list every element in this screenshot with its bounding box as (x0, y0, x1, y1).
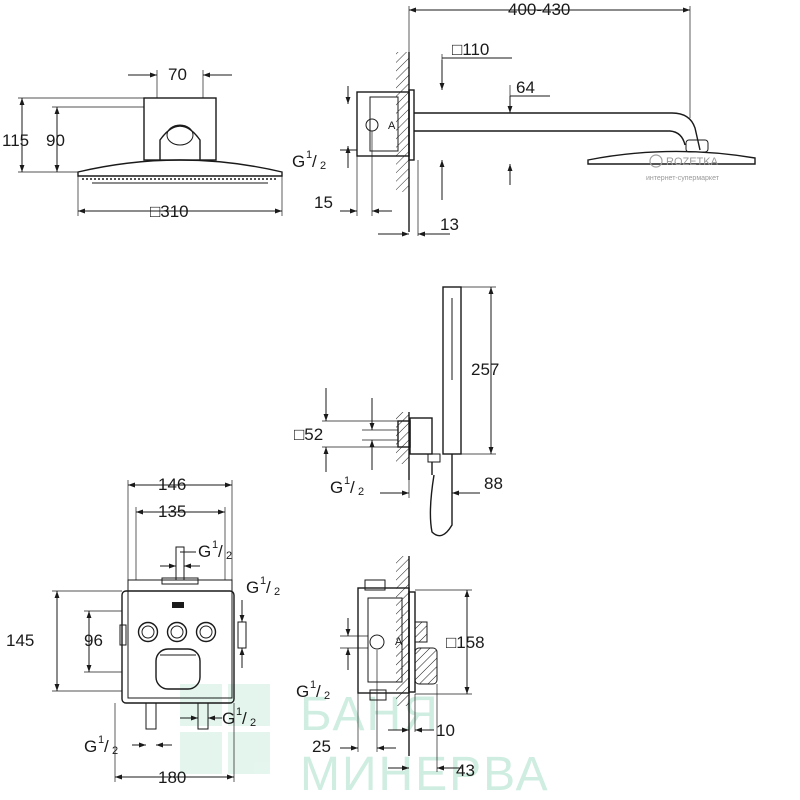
dim-box-base: 180 (158, 768, 186, 787)
dim-depth-43: 43 (456, 761, 475, 780)
dim-g-head: G (292, 152, 305, 171)
dim-head-height-total: 115 (2, 131, 29, 150)
dim-box-inner: 135 (158, 502, 186, 521)
view-hand-shower: 257 □52 G 1 / 2 88 (294, 286, 503, 537)
svg-text:A: A (395, 636, 403, 648)
dim-g-bottom-right: G (222, 709, 235, 728)
svg-text:/: / (312, 152, 317, 171)
svg-text:2: 2 (274, 586, 280, 598)
button-1[interactable] (137, 621, 159, 643)
rozetka-subtitle: интернет-супермаркет (646, 175, 720, 182)
svg-text:/: / (350, 478, 355, 497)
thermostat-plate (121, 590, 235, 704)
thermostat-knob[interactable] (155, 648, 201, 690)
dim-arm-rise: 64 (516, 78, 535, 97)
rozetka-logo-icon (649, 154, 663, 168)
button-2[interactable] (166, 621, 188, 643)
svg-text:2: 2 (250, 717, 256, 729)
install-box (127, 579, 233, 699)
top-pipe (175, 546, 185, 581)
svg-text:1: 1 (306, 149, 312, 161)
hand-holder (409, 417, 433, 455)
dim-hand-length: 257 (471, 360, 499, 379)
rozetka-title: ROZETKA (666, 156, 719, 168)
hose (429, 454, 453, 537)
svg-text:2: 2 (324, 690, 330, 702)
thermo-plate-side (408, 591, 416, 693)
view-thermostat-front: 146 135 G 1 / 2 G 1 / 2 145 96 G 1 / 2 G (6, 475, 280, 787)
dim-wall-offset: 13 (440, 215, 459, 234)
head-mount-joint (159, 125, 201, 160)
svg-text:2: 2 (320, 160, 326, 172)
knob-side (414, 647, 438, 685)
svg-text:1: 1 (344, 475, 350, 487)
svg-text:/: / (218, 542, 223, 561)
svg-text:/: / (104, 737, 109, 756)
svg-text:/: / (266, 578, 271, 597)
dim-g-bottom-left: G (84, 737, 97, 756)
dim-arm-length: 400-430 (508, 0, 570, 19)
head-shower-body (77, 159, 283, 177)
svg-text:/: / (316, 682, 321, 701)
dim-inlet-depth: 15 (314, 193, 333, 212)
dim-g-thermo: G (296, 682, 309, 701)
view-head-front: □310 70 115 90 (2, 65, 283, 221)
dim-box-outer: 146 (158, 475, 186, 494)
dim-head-mount: 70 (168, 65, 187, 84)
view-head-side: A 400-430 □110 64 G 1 / (292, 0, 756, 237)
svg-text:2: 2 (226, 550, 232, 562)
dim-box-height-inner: 96 (84, 631, 103, 650)
svg-text:2: 2 (358, 486, 364, 498)
dim-g-side: G (246, 578, 259, 597)
shop-logo-icon (180, 684, 270, 774)
dim-head-width: □310 (150, 202, 189, 221)
svg-text:1: 1 (98, 734, 104, 746)
rozetka-watermark: ROZETKA интернет-супермаркет (646, 154, 720, 182)
dim-g-top: G (198, 542, 211, 561)
shop-watermark: БАНЯ МИНЕРВА (180, 684, 550, 800)
svg-text:1: 1 (310, 679, 316, 691)
button-3[interactable] (195, 621, 217, 643)
svg-text:1: 1 (236, 706, 242, 718)
dim-hand-depth: 88 (484, 474, 503, 493)
head-mount-block (143, 97, 217, 161)
watermark-shop-line2: МИНЕРВА (300, 748, 550, 800)
dim-outlet-plate: □52 (294, 425, 323, 444)
dim-depth-10: 10 (436, 721, 455, 740)
wall-plate (408, 89, 415, 161)
dim-wall-plate: □110 (452, 40, 489, 59)
dim-box-height-outer: 145 (6, 631, 34, 650)
dim-head-height-body: 90 (46, 131, 65, 150)
svg-text:A: A (388, 120, 396, 132)
shower-arm (414, 112, 701, 151)
dim-depth-25: 25 (312, 737, 331, 756)
svg-text:2: 2 (112, 745, 118, 757)
svg-text:1: 1 (212, 539, 218, 551)
brand-mark (172, 602, 184, 608)
dim-plate-158: □158 (446, 633, 485, 652)
button-side (414, 621, 428, 643)
svg-text:/: / (242, 709, 247, 728)
view-thermostat-side: A □158 G 1 / 2 10 25 43 (296, 556, 485, 780)
dim-g-hand: G (330, 478, 343, 497)
svg-text:1: 1 (260, 575, 266, 587)
